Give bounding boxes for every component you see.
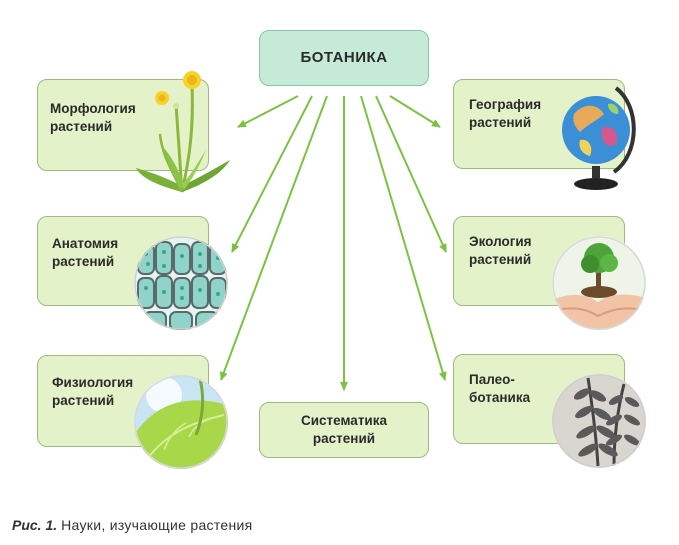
node-systematics-label: Систематика растений — [301, 413, 387, 446]
arrow-to-paleobotany — [360, 95, 447, 381]
root-node-botany: БОТАНИКА — [259, 30, 429, 86]
node-geography-label: География растений — [469, 97, 542, 130]
node-systematics: Систематика растений — [259, 402, 429, 458]
root-label: БОТАНИКА — [300, 49, 388, 66]
node-ecology-label: Экология растений — [469, 234, 532, 267]
arrow-to-geography — [389, 95, 441, 128]
plant-cells-illustration — [134, 236, 228, 330]
arrow-to-anatomy — [231, 95, 313, 253]
arrow-to-physiology — [220, 95, 328, 381]
hands-seedling-illustration — [552, 236, 646, 330]
node-paleobotany-label: Палео- ботаника — [469, 372, 531, 405]
node-morphology-label: Морфология растений — [50, 101, 136, 134]
fossil-fern-illustration — [552, 374, 646, 468]
arrow-to-morphology — [237, 95, 299, 128]
figure-caption: Рис. 1.Науки, изучающие растения — [12, 517, 253, 533]
leaf-illustration — [134, 375, 228, 469]
dandelion-illustration — [136, 71, 230, 193]
globe-illustration — [562, 86, 636, 190]
figure-caption-text: Науки, изучающие растения — [61, 517, 253, 533]
figure-caption-label: Рис. 1. — [12, 517, 58, 533]
arrow-to-ecology — [375, 95, 447, 253]
node-physiology-label: Физиология растений — [52, 375, 134, 408]
node-anatomy-label: Анатомия растений — [52, 236, 119, 269]
